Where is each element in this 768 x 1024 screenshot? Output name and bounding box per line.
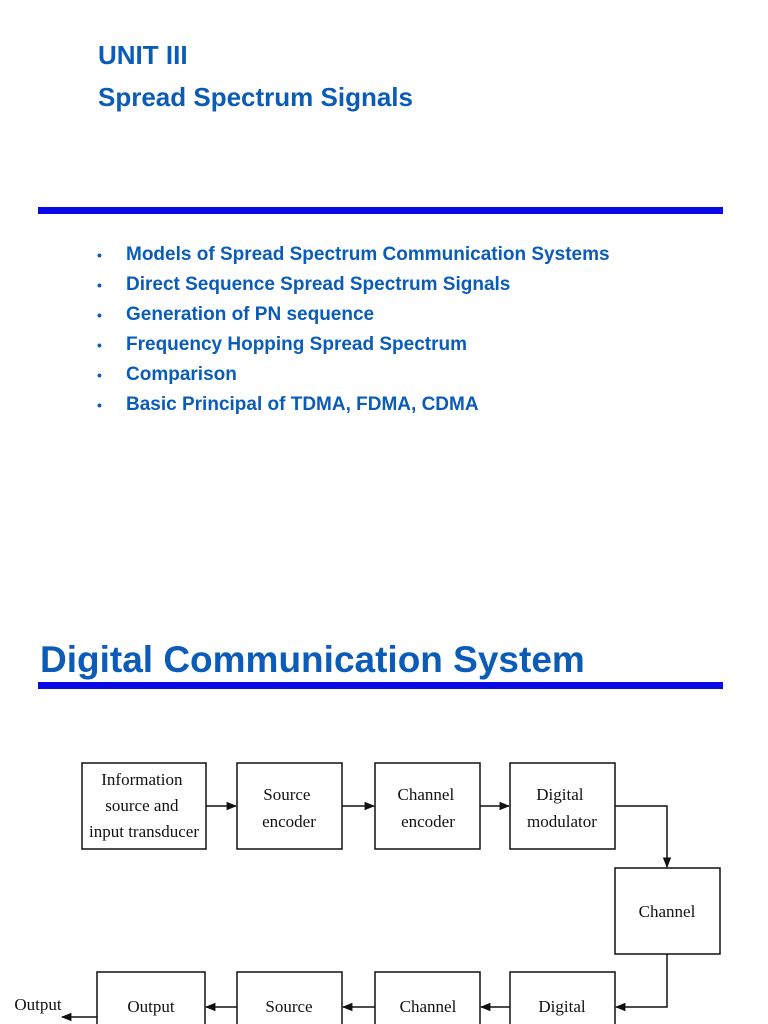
unit-subtitle: Spread Spectrum Signals bbox=[98, 82, 413, 112]
channel-encoder-label: Channel encoder bbox=[398, 785, 459, 831]
bullet-icon: • bbox=[97, 367, 102, 383]
slide-title: Digital Communication System bbox=[40, 639, 585, 680]
slide-unit-iii: UNIT III Spread Spectrum Signals •Models… bbox=[38, 40, 723, 415]
digital-demodulator-label: Digital bbox=[538, 997, 585, 1016]
bullet-icon: • bbox=[97, 247, 102, 263]
channel-encoder-block bbox=[374, 762, 481, 850]
digital-modulator-block bbox=[509, 762, 616, 850]
channel-label: Channel bbox=[639, 902, 696, 921]
source-encoder-block bbox=[236, 762, 343, 850]
arrow-modulator-to-channel bbox=[615, 805, 672, 869]
digital-modulator-label: Digital modulator bbox=[527, 785, 597, 831]
bullet-icon: • bbox=[97, 277, 102, 293]
channel-decoder-label: Channel bbox=[400, 997, 457, 1016]
unit-title: UNIT III bbox=[98, 40, 188, 70]
slide-digital-communication-system: Digital Communication System bbox=[0, 580, 768, 1024]
source-decoder-label: Source bbox=[265, 997, 312, 1016]
info-source-label: Information source and input transducer bbox=[89, 770, 199, 841]
block-diagram: Information source and input transducer … bbox=[14, 762, 721, 1024]
title-divider bbox=[38, 682, 723, 689]
source-encoder-label: Source encoder bbox=[262, 785, 316, 831]
arrow-channel-to-demodulator bbox=[614, 954, 668, 1012]
title-divider bbox=[38, 207, 723, 214]
bullet-icon: • bbox=[97, 307, 102, 323]
bullet-icon: • bbox=[97, 397, 102, 413]
bullet-icon: • bbox=[97, 337, 102, 353]
output-signal-label: Output bbox=[14, 995, 62, 1014]
output-transducer-label: Output bbox=[127, 997, 175, 1016]
